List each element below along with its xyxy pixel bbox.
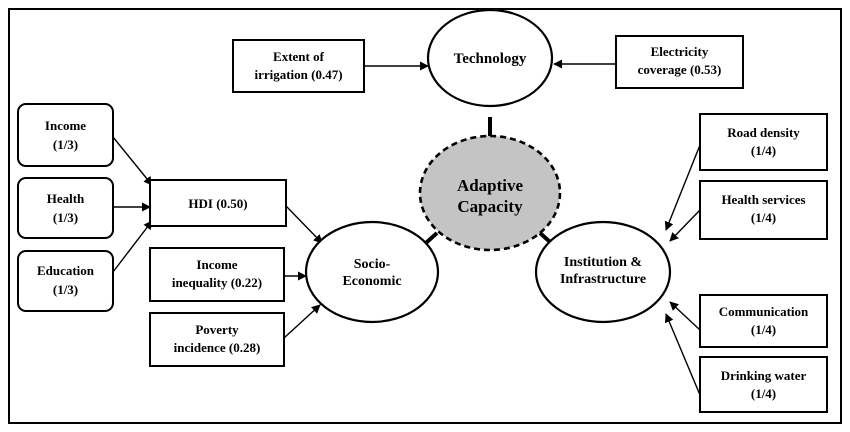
electricity-label-line2: coverage (0.53) — [638, 62, 722, 77]
drinking-water-label-line2: (1/4) — [751, 386, 776, 401]
health-label-line1: Health — [47, 191, 85, 206]
drinking-water-label-line1: Drinking water — [721, 368, 807, 383]
institution-label-line2: Infrastructure — [560, 272, 646, 287]
health-services-label-line1: Health services — [721, 192, 805, 207]
center-label-line1: Adaptive — [457, 176, 524, 195]
road-label-line1: Road density — [727, 125, 800, 140]
node-communication: Communication (1/4) — [699, 294, 828, 348]
node-income-inequality: Income inequality (0.22) — [149, 247, 285, 302]
income-label-line2: (1/3) — [53, 137, 78, 152]
node-socio-economic: Socio- Economic — [304, 220, 440, 324]
poverty-label-line1: Poverty — [195, 322, 239, 337]
node-road-density: Road density (1/4) — [699, 113, 828, 171]
arrow-income-hdi — [112, 136, 153, 186]
health-label-line2: (1/3) — [53, 210, 78, 225]
health-services-label-line2: (1/4) — [751, 210, 776, 225]
hdi-label: HDI (0.50) — [188, 196, 247, 211]
node-hdi: HDI (0.50) — [149, 179, 287, 227]
center-label-line2: Capacity — [457, 197, 523, 216]
node-drinking-water: Drinking water (1/4) — [699, 356, 828, 413]
socio-label-line2: Economic — [342, 274, 401, 289]
node-education: Education (1/3) — [17, 250, 114, 312]
communication-label-line1: Communication — [719, 304, 809, 319]
poverty-label-line2: incidence (0.28) — [174, 340, 261, 355]
node-electricity: Electricity coverage (0.53) — [615, 35, 744, 89]
education-label-line2: (1/3) — [53, 282, 78, 297]
communication-label-line2: (1/4) — [751, 322, 776, 337]
road-label-line2: (1/4) — [751, 143, 776, 158]
arrow-hdi-socio — [285, 205, 323, 244]
arrow-road-institution — [664, 144, 701, 231]
node-irrigation: Extent of irrigation (0.47) — [232, 39, 365, 93]
electricity-label-line1: Electricity — [651, 44, 709, 59]
institution-label-line1: Institution & — [564, 255, 642, 270]
inequality-label-line1: Income — [196, 257, 237, 272]
irrigation-label-line2: irrigation (0.47) — [254, 67, 342, 82]
node-institution-infrastructure: Institution & Infrastructure — [534, 220, 672, 324]
arrow-health-services-institution — [669, 209, 701, 242]
income-label-line1: Income — [45, 118, 86, 133]
arrow-communication-institution — [669, 301, 701, 331]
education-label-line1: Education — [37, 263, 95, 278]
arrow-education-hdi — [112, 220, 153, 273]
arrow-drinking-water-institution — [664, 313, 701, 396]
node-health: Health (1/3) — [17, 177, 114, 239]
technology-label: Technology — [454, 51, 527, 67]
node-income: Income (1/3) — [17, 103, 114, 167]
irrigation-label-line1: Extent of — [273, 49, 325, 64]
arrow-poverty-socio — [283, 304, 321, 339]
node-technology: Technology — [426, 8, 554, 108]
node-adaptive-capacity: Adaptive Capacity — [418, 134, 562, 252]
node-poverty-incidence: Poverty incidence (0.28) — [149, 312, 285, 367]
socio-label-line1: Socio- — [354, 257, 391, 272]
inequality-label-line2: inequality (0.22) — [172, 275, 262, 290]
node-health-services: Health services (1/4) — [699, 180, 828, 240]
